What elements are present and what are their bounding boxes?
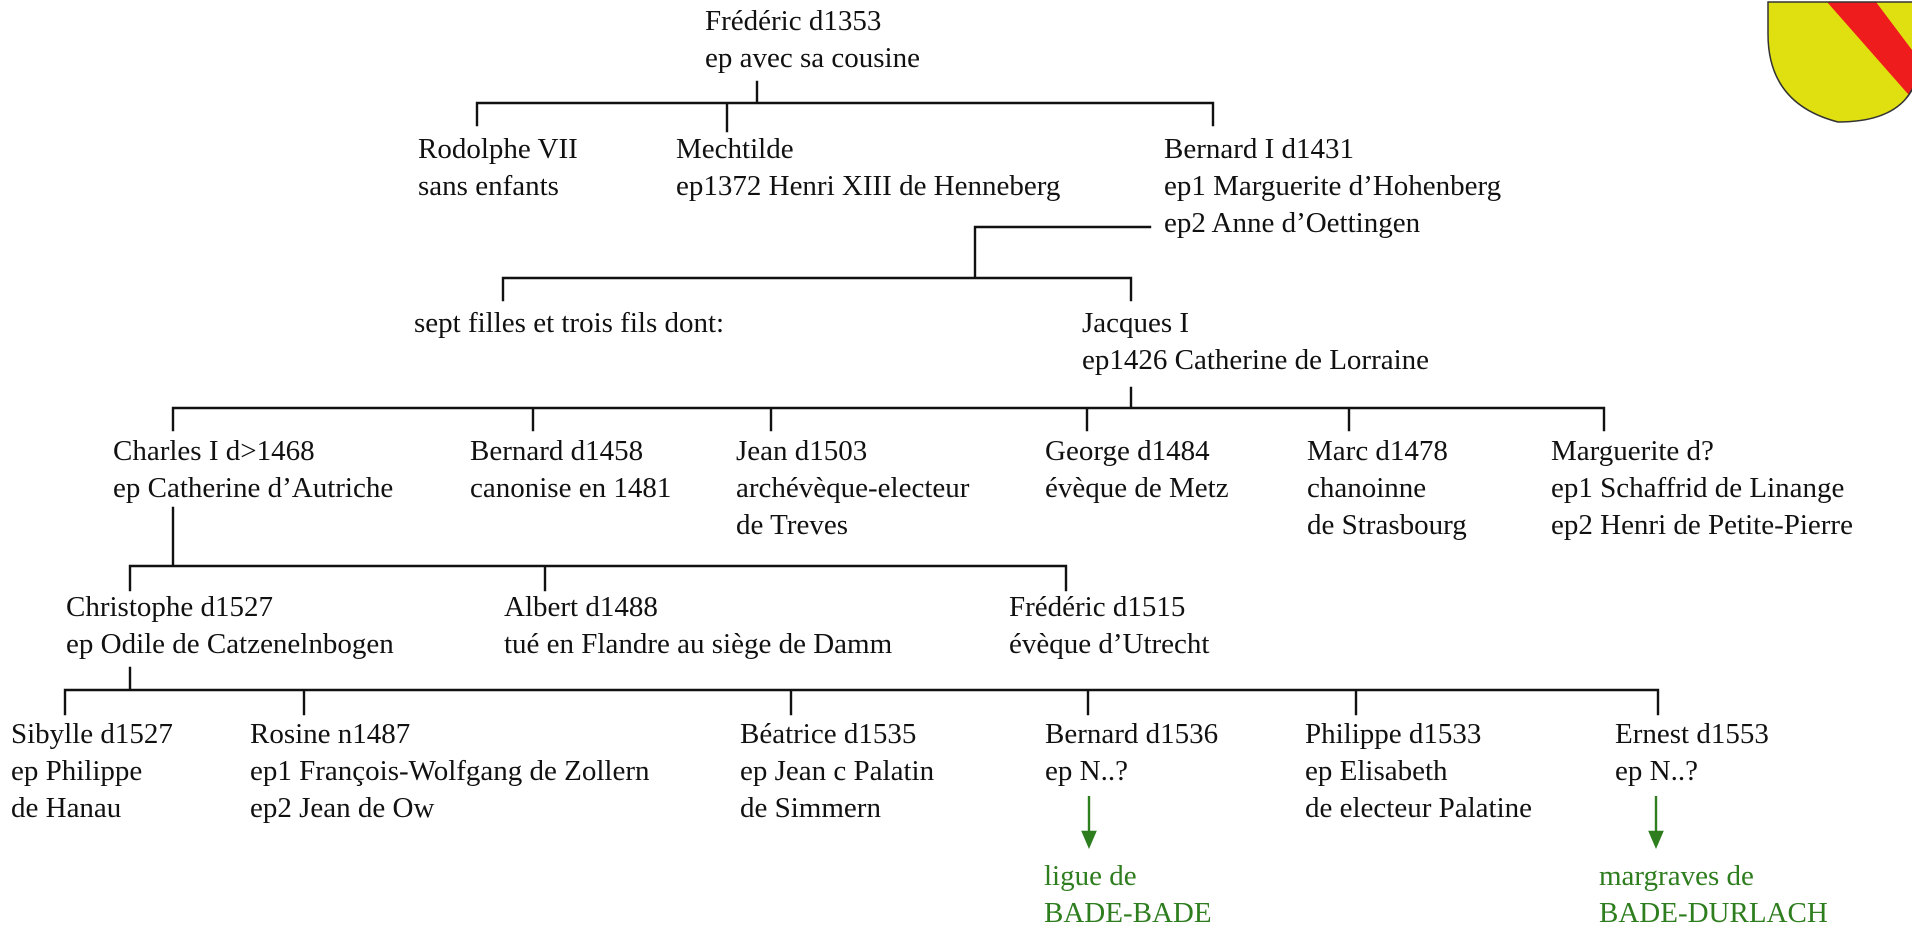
- person-detail: de Hanau: [11, 792, 122, 824]
- person-detail: ep Jean c Palatin: [740, 755, 935, 787]
- person-beatrice-d1535: Béatrice d1535 ep Jean c Palatin de Simm…: [740, 716, 934, 827]
- person-name: George d1484: [1045, 435, 1210, 467]
- person-bernard-d1458: Bernard d1458 canonise en 1481: [470, 433, 671, 507]
- person-name: Christophe d1527: [66, 591, 274, 623]
- person-detail: ep Odile de Catzenelnbogen: [66, 628, 394, 660]
- person-name: Rosine n1487: [250, 718, 411, 750]
- lineage-name: BADE-DURLACH: [1599, 897, 1828, 929]
- person-name: Philippe d1533: [1305, 718, 1482, 750]
- person-frederic-d1515: Frédéric d1515 évèque d’Utrecht: [1009, 589, 1209, 663]
- person-ernest-d1553: Ernest d1553 ep N..?: [1615, 716, 1769, 790]
- person-detail: ep avec sa cousine: [705, 42, 920, 74]
- person-detail: évèque d’Utrecht: [1009, 628, 1210, 660]
- person-marc-d1478: Marc d1478 chanoinne de Strasbourg: [1307, 433, 1467, 544]
- lineage-bade-durlach: margraves de BADE-DURLACH: [1599, 858, 1828, 929]
- person-name: Marc d1478: [1307, 435, 1448, 467]
- person-frederic-d1353: Frédéric d1353 ep avec sa cousine: [705, 3, 920, 77]
- person-george-d1484: George d1484 évèque de Metz: [1045, 433, 1229, 507]
- person-detail: ep Catherine d’Autriche: [113, 472, 394, 504]
- person-detail: ep1 Marguerite d’Hohenberg: [1164, 170, 1502, 202]
- lineage-bade-bade: ligue de BADE-BADE: [1044, 858, 1212, 929]
- person-detail: ep1372 Henri XIII de Henneberg: [676, 170, 1061, 202]
- person-detail: ep Philippe: [11, 755, 143, 787]
- person-detail: de Treves: [736, 509, 848, 541]
- person-rodolphe-vii: Rodolphe VII sans enfants: [418, 131, 578, 205]
- person-name: Charles I d>1468: [113, 435, 315, 467]
- person-marguerite: Marguerite d? ep1 Schaffrid de Linange e…: [1551, 433, 1853, 544]
- lineage-label: margraves de: [1599, 860, 1754, 892]
- person-detail: de electeur Palatine: [1305, 792, 1533, 824]
- person-detail: de Simmern: [740, 792, 881, 824]
- shield-icon: [1767, 1, 1912, 123]
- person-name: Rodolphe VII: [418, 133, 578, 165]
- person-charles-i: Charles I d>1468 ep Catherine d’Autriche: [113, 433, 393, 507]
- person-name: Bernard d1458: [470, 435, 644, 467]
- person-detail: de Strasbourg: [1307, 509, 1467, 541]
- arrow-head-bade-durlach: [1648, 830, 1664, 850]
- person-detail: ep N..?: [1045, 755, 1128, 787]
- person-detail: ep2 Jean de Ow: [250, 792, 435, 824]
- person-christophe-d1527: Christophe d1527 ep Odile de Catzenelnbo…: [66, 589, 394, 663]
- person-detail: ep N..?: [1615, 755, 1698, 787]
- person-name: Jacques I: [1082, 307, 1190, 339]
- person-albert-d1488: Albert d1488 tué en Flandre au siège de …: [504, 589, 892, 663]
- person-detail: ep1426 Catherine de Lorraine: [1082, 344, 1430, 376]
- person-name: Bernard d1536: [1045, 718, 1219, 750]
- note-sept-filles: sept filles et trois fils dont:: [414, 305, 724, 342]
- person-detail: tué en Flandre au siège de Damm: [504, 628, 893, 660]
- person-bernard-i-d1431: Bernard I d1431 ep1 Marguerite d’Hohenbe…: [1164, 131, 1501, 242]
- person-detail: chanoinne: [1307, 472, 1427, 504]
- person-name: Albert d1488: [504, 591, 658, 623]
- person-name: Ernest d1553: [1615, 718, 1769, 750]
- person-philippe-d1533: Philippe d1533 ep Elisabeth de electeur …: [1305, 716, 1532, 827]
- person-name: Jean d1503: [736, 435, 868, 467]
- person-mechtilde: Mechtilde ep1372 Henri XIII de Henneberg: [676, 131, 1060, 205]
- person-detail: sans enfants: [418, 170, 559, 202]
- person-name: Béatrice d1535: [740, 718, 917, 750]
- person-detail: évèque de Metz: [1045, 472, 1229, 504]
- person-rosine-n1487: Rosine n1487 ep1 François-Wolfgang de Zo…: [250, 716, 650, 827]
- lineage-label: ligue de: [1044, 860, 1137, 892]
- person-detail: ep2 Henri de Petite-Pierre: [1551, 509, 1853, 541]
- person-jacques-i: Jacques I ep1426 Catherine de Lorraine: [1082, 305, 1429, 379]
- note-text: sept filles et trois fils dont:: [414, 307, 725, 339]
- person-detail: canonise en 1481: [470, 472, 672, 504]
- person-name: Frédéric d1515: [1009, 591, 1186, 623]
- lineage-name: BADE-BADE: [1044, 897, 1212, 929]
- person-detail: ep2 Anne d’Oettingen: [1164, 207, 1421, 239]
- arrow-head-bade-bade: [1081, 830, 1097, 850]
- person-jean-d1503: Jean d1503 archévèque-electeur de Treves: [736, 433, 969, 544]
- person-name: Frédéric d1353: [705, 5, 882, 37]
- person-name: Bernard I d1431: [1164, 133, 1355, 165]
- person-name: Sibylle d1527: [11, 718, 173, 750]
- person-detail: archévèque-electeur: [736, 472, 970, 504]
- person-detail: ep Elisabeth: [1305, 755, 1448, 787]
- person-name: Mechtilde: [676, 133, 794, 165]
- person-detail: ep1 Schaffrid de Linange: [1551, 472, 1845, 504]
- person-sibylle-d1527: Sibylle d1527 ep Philippe de Hanau: [11, 716, 173, 827]
- person-detail: ep1 François-Wolfgang de Zollern: [250, 755, 650, 787]
- person-bernard-d1536: Bernard d1536 ep N..?: [1045, 716, 1218, 790]
- person-name: Marguerite d?: [1551, 435, 1714, 467]
